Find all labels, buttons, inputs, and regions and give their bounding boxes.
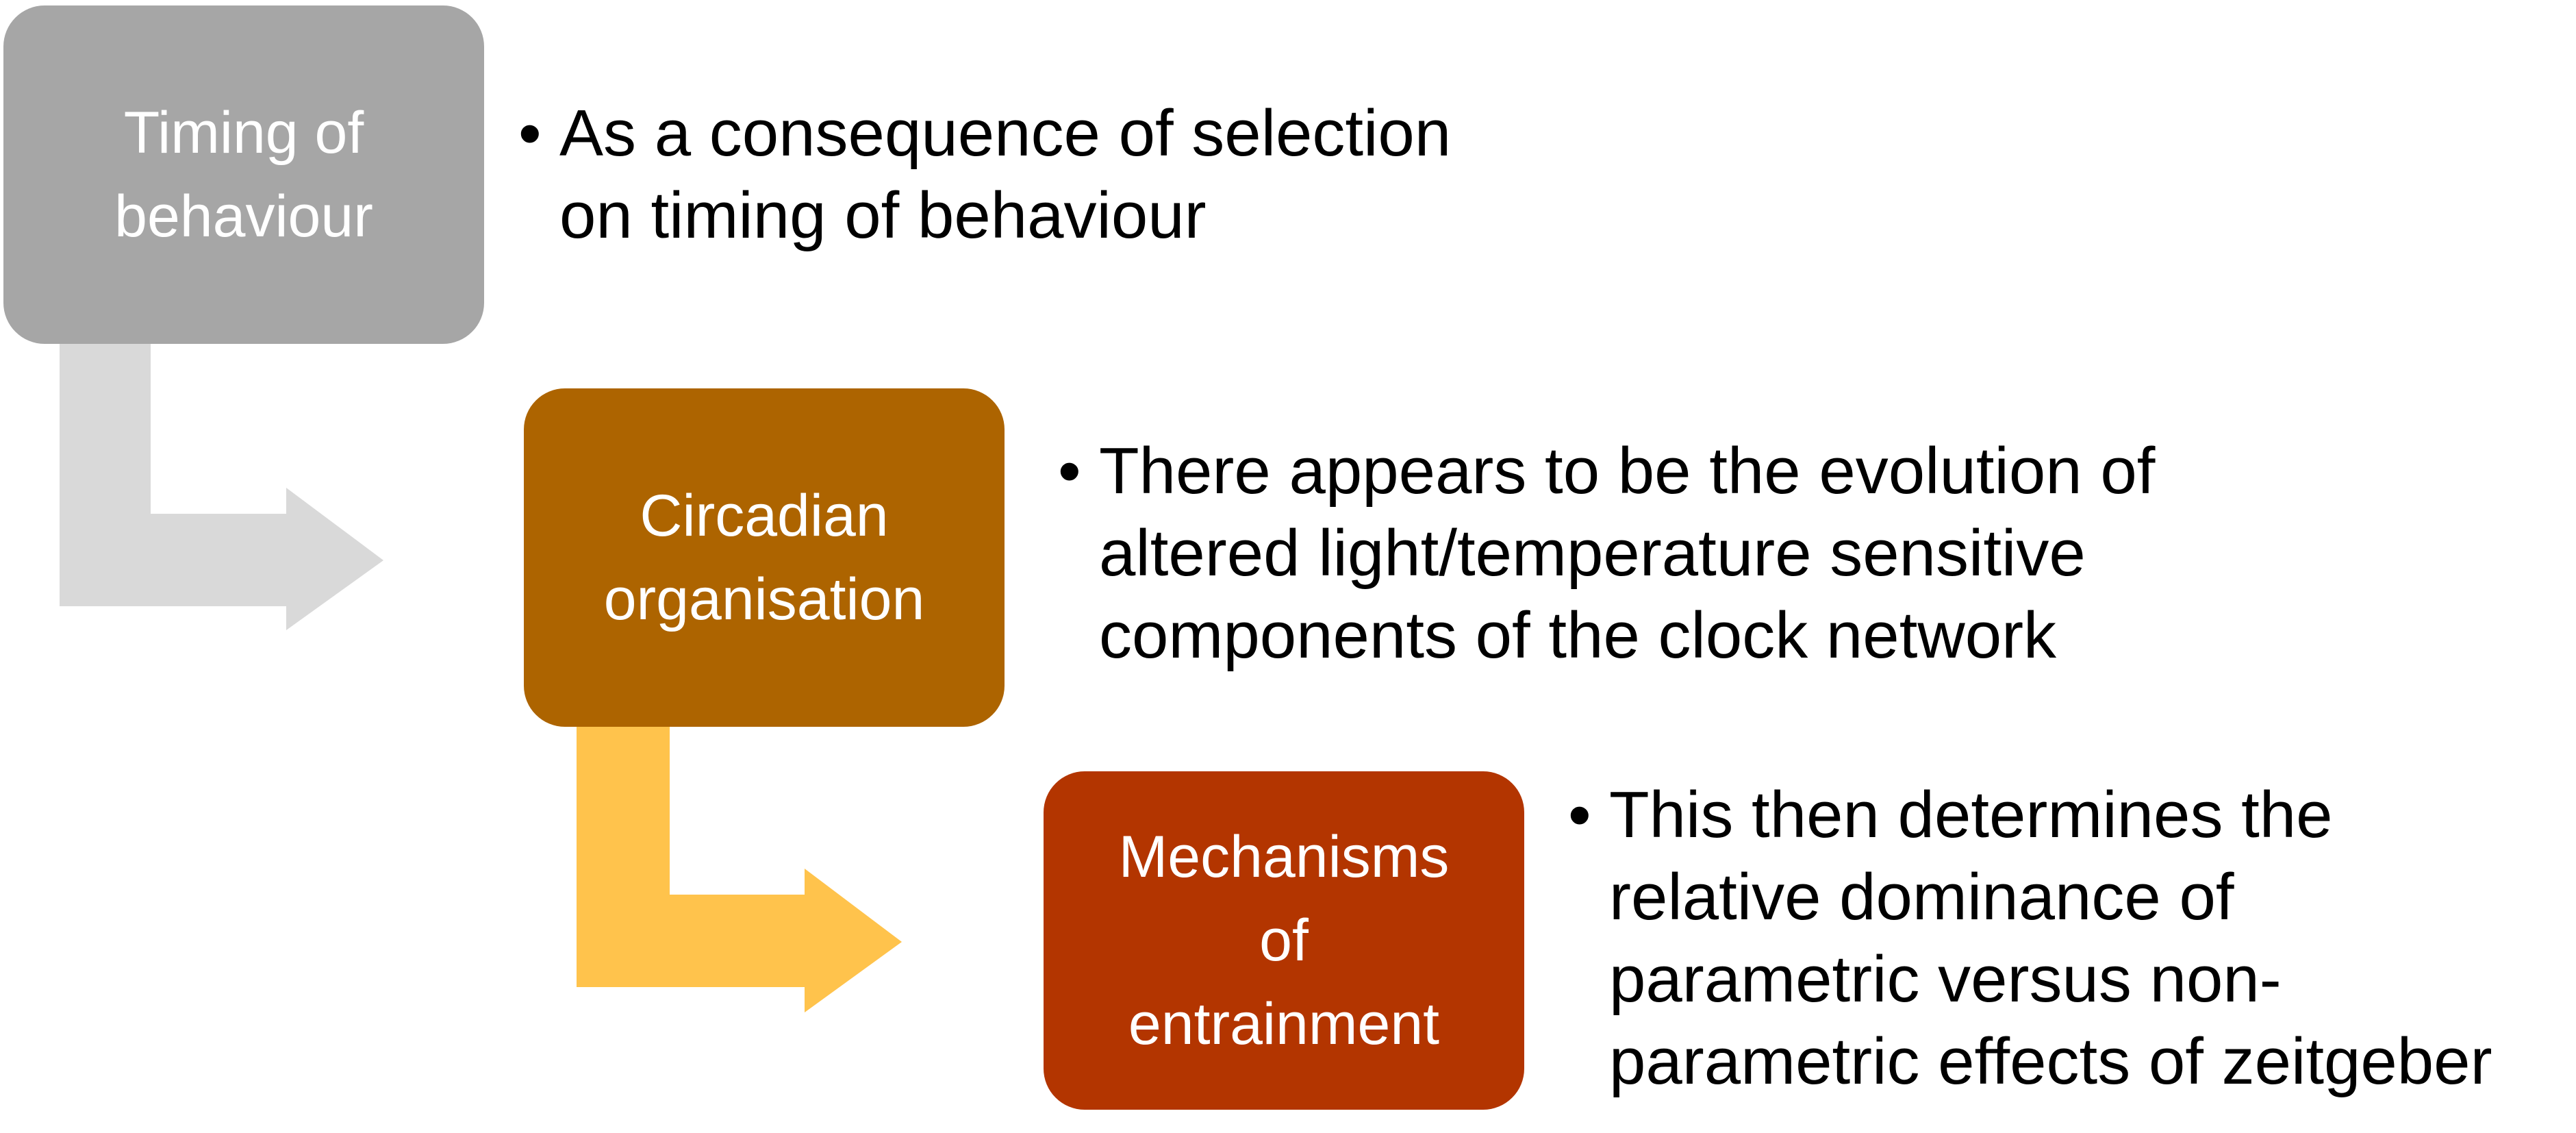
- circadian-organisation-label: Circadian organisation: [603, 482, 925, 632]
- bullet-dot: •: [1058, 434, 1081, 508]
- circadian-bullet-text: There appears to be the evolution of alt…: [1099, 434, 2156, 672]
- arrow-circadian-to-mechanisms: [577, 725, 902, 1012]
- timing-bullet: • As a consequence of selection on timin…: [518, 92, 1682, 257]
- timing-of-behaviour-box: Timing of behaviour: [3, 5, 484, 344]
- circadian-bullet: • There appears to be the evolution of a…: [1058, 430, 2530, 677]
- timing-bullet-text: As a consequence of selection on timing …: [559, 97, 1452, 252]
- mechanisms-bullet-text: This then determines the relative domina…: [1609, 778, 2492, 1098]
- bullet-dot: •: [518, 97, 542, 170]
- timing-of-behaviour-label: Timing of behaviour: [114, 99, 373, 249]
- arrow-timing-to-circadian: [60, 343, 383, 630]
- mechanisms-of-entrainment-box: Mechanisms of entrainment: [1044, 771, 1524, 1110]
- mechanisms-of-entrainment-label: Mechanisms of entrainment: [1118, 823, 1450, 1058]
- mechanisms-bullet: • This then determines the relative domi…: [1568, 774, 2561, 1103]
- bullet-dot: •: [1568, 778, 1591, 851]
- circadian-organisation-box: Circadian organisation: [524, 388, 1005, 727]
